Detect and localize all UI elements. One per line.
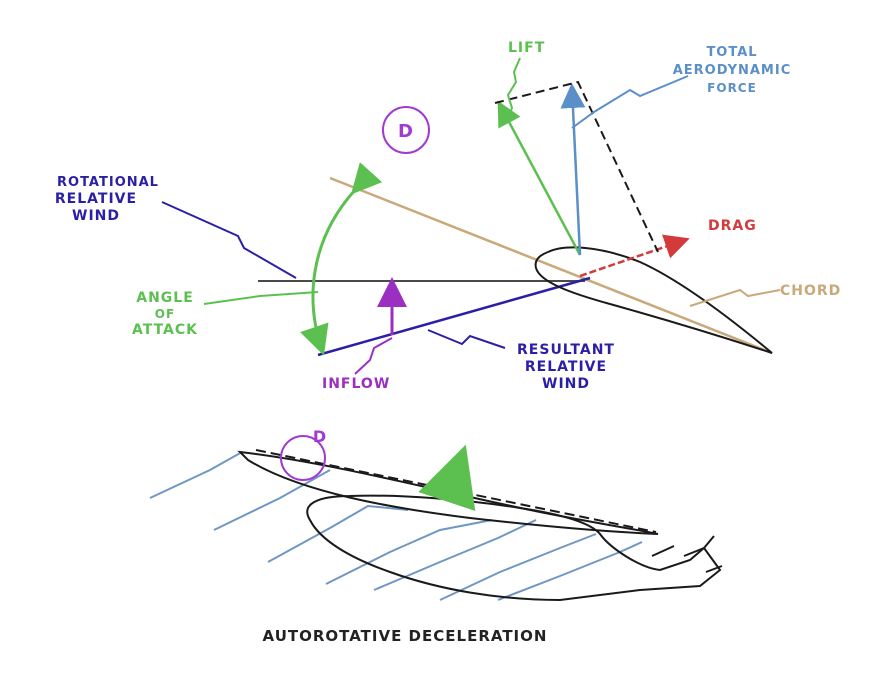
angle-of-attack-label-2: OF [155, 307, 175, 321]
streamline [149, 451, 243, 499]
resultant-wind-label-2: RELATIVE [525, 359, 607, 375]
drag-vector [579, 234, 690, 278]
streamline [267, 504, 409, 563]
streamline [497, 541, 643, 601]
rotational-wind-label-3: WIND [72, 208, 120, 224]
streamline [439, 533, 597, 601]
lift-label: LIFT [508, 40, 545, 56]
rotor-blade-outline [237, 450, 659, 535]
airfoil-outline [534, 246, 773, 354]
streamline [373, 519, 537, 591]
total-aerodynamic-force-vector [560, 83, 586, 256]
chord-line [329, 176, 773, 355]
rotational-wind-label-2: RELATIVE [55, 191, 137, 207]
inflow-label: INFLOW [322, 376, 390, 392]
helicopter-fuselage-outline [306, 494, 722, 602]
blade-dashed-line [255, 449, 657, 533]
region-marker-bottom-circle [280, 435, 326, 481]
angle-of-attack-leader [203, 291, 319, 305]
rotational-wind-label-1: ROTATIONAL [57, 175, 159, 190]
angle-of-attack-label-3: ATTACK [132, 322, 198, 338]
force-construction-lines [494, 80, 659, 253]
lift-leader [506, 57, 521, 119]
region-marker-top-circle [382, 106, 430, 154]
region-marker-top: D [398, 121, 414, 142]
diagram-caption: AUTOROTATIVE DECELERATION [263, 627, 548, 645]
rotational-wind-leader [161, 201, 297, 279]
region-marker-bottom: D [313, 427, 327, 446]
inflow-leader [354, 337, 393, 375]
resultant-wind-label-3: WIND [542, 376, 590, 392]
tail-rotor-sketch [651, 535, 723, 573]
streamline [213, 469, 331, 531]
airflow-streamlines [149, 451, 643, 601]
total-aerodynamic-force-label-1: TOTAL [706, 45, 757, 60]
streamline [325, 519, 493, 585]
angle-of-attack-arc [300, 162, 383, 356]
total-force-leader [571, 75, 689, 129]
lift-up-arrow [418, 444, 476, 512]
total-aerodynamic-force-label-2: AERODYNAMIC [673, 63, 792, 78]
lift-vector [497, 100, 582, 256]
total-aerodynamic-force-label-3: FORCE [707, 81, 757, 95]
chord-label: CHORD [780, 283, 841, 299]
chord-leader [689, 288, 781, 307]
angle-of-attack-label-1: ANGLE [136, 290, 194, 306]
drag-label: DRAG [708, 218, 757, 234]
resultant-wind-leader [427, 329, 506, 349]
resultant-wind-label-1: RESULTANT [517, 342, 615, 358]
